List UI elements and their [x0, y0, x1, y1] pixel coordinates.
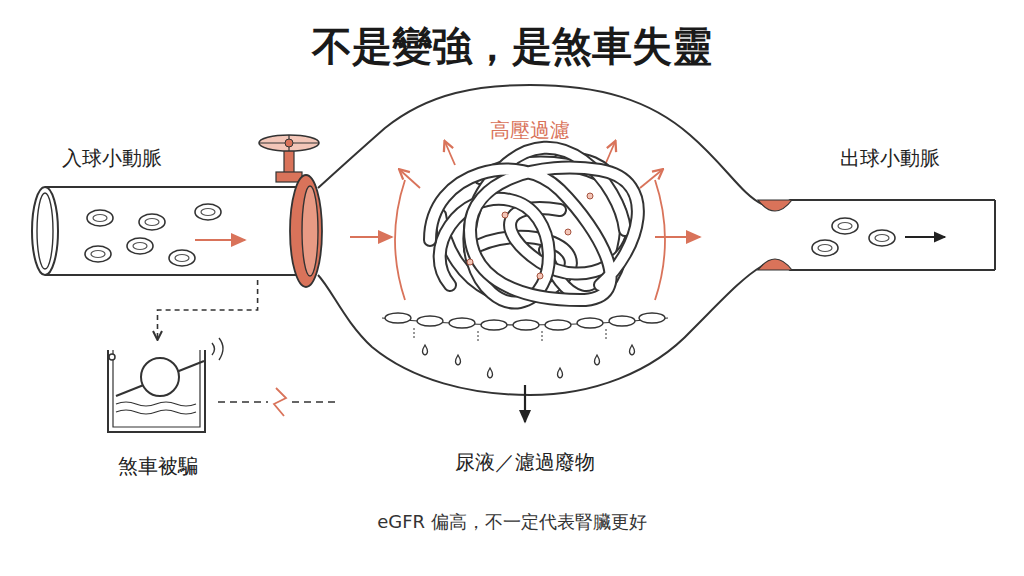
node-label: 入球小動脈 — [62, 145, 162, 172]
feedback-connector — [158, 280, 258, 340]
node-label: 煞車被騙 — [118, 453, 198, 480]
sensor-box: 煞車被騙 — [100, 340, 215, 480]
arteriole-label-box: 入球小動脈 — [35, 145, 300, 280]
diagram-title: 不是變強，是煞車失靈 — [312, 19, 712, 74]
output-label: 尿液／濾過廢物 — [455, 449, 595, 476]
arteriole-label-box: 出球小動脈 — [785, 145, 995, 275]
process-label: 高壓過濾 — [490, 117, 570, 144]
node-label: 出球小動脈 — [840, 145, 940, 172]
diagram-caption: eGFR 偏高，不一定代表腎臟更好 — [377, 510, 647, 534]
